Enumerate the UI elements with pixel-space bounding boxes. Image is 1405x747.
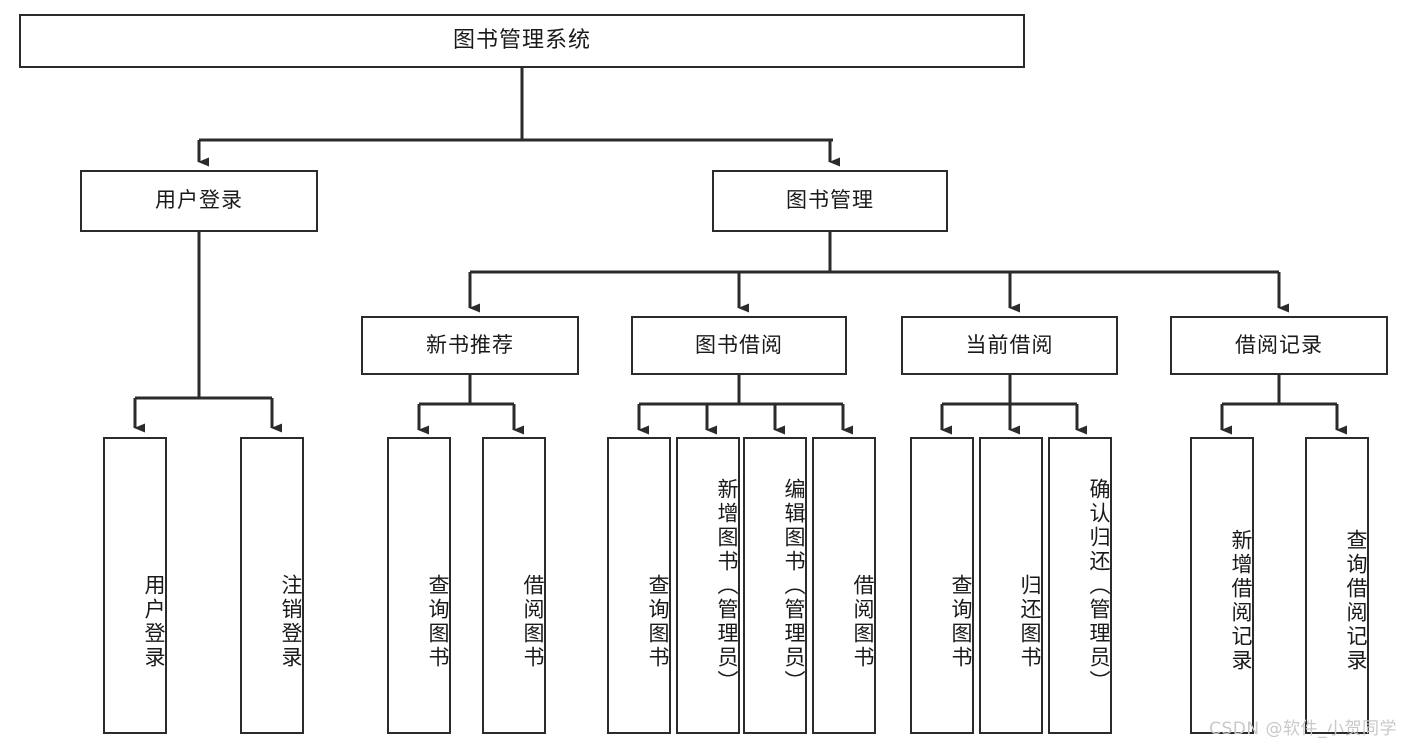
leaf-add-borrow-record[interactable]: 新增借阅记录	[1190, 437, 1254, 734]
leaf-query-book-borrow[interactable]: 查询图书	[607, 437, 671, 734]
leaf-add-book-admin[interactable]: 新增图书（管理员）	[676, 437, 740, 734]
node-book-borrow[interactable]: 图书借阅	[631, 316, 847, 375]
node-borrow-record[interactable]: 借阅记录	[1170, 316, 1388, 375]
node-current-borrow[interactable]: 当前借阅	[901, 316, 1118, 375]
leaf-borrow-book[interactable]: 借阅图书	[812, 437, 876, 734]
node-user-login[interactable]: 用户登录	[80, 170, 318, 232]
leaf-borrow-book-recommend[interactable]: 借阅图书	[482, 437, 546, 734]
leaf-return-book[interactable]: 归还图书	[979, 437, 1043, 734]
node-book-management[interactable]: 图书管理	[712, 170, 948, 232]
leaf-confirm-return-admin[interactable]: 确认归还（管理员）	[1048, 437, 1112, 734]
leaf-user-login[interactable]: 用户登录	[103, 437, 167, 734]
node-new-book-recommend[interactable]: 新书推荐	[361, 316, 579, 375]
leaf-edit-book-admin[interactable]: 编辑图书（管理员）	[743, 437, 807, 734]
leaf-query-book-current[interactable]: 查询图书	[910, 437, 974, 734]
leaf-logout-login[interactable]: 注销登录	[240, 437, 304, 734]
node-root-book-management-system[interactable]: 图书管理系统	[19, 14, 1025, 68]
csdn-watermark: CSDN @软件_小贺同学	[1209, 719, 1397, 739]
leaf-query-book-recommend[interactable]: 查询图书	[387, 437, 451, 734]
leaf-query-borrow-record[interactable]: 查询借阅记录	[1305, 437, 1369, 734]
